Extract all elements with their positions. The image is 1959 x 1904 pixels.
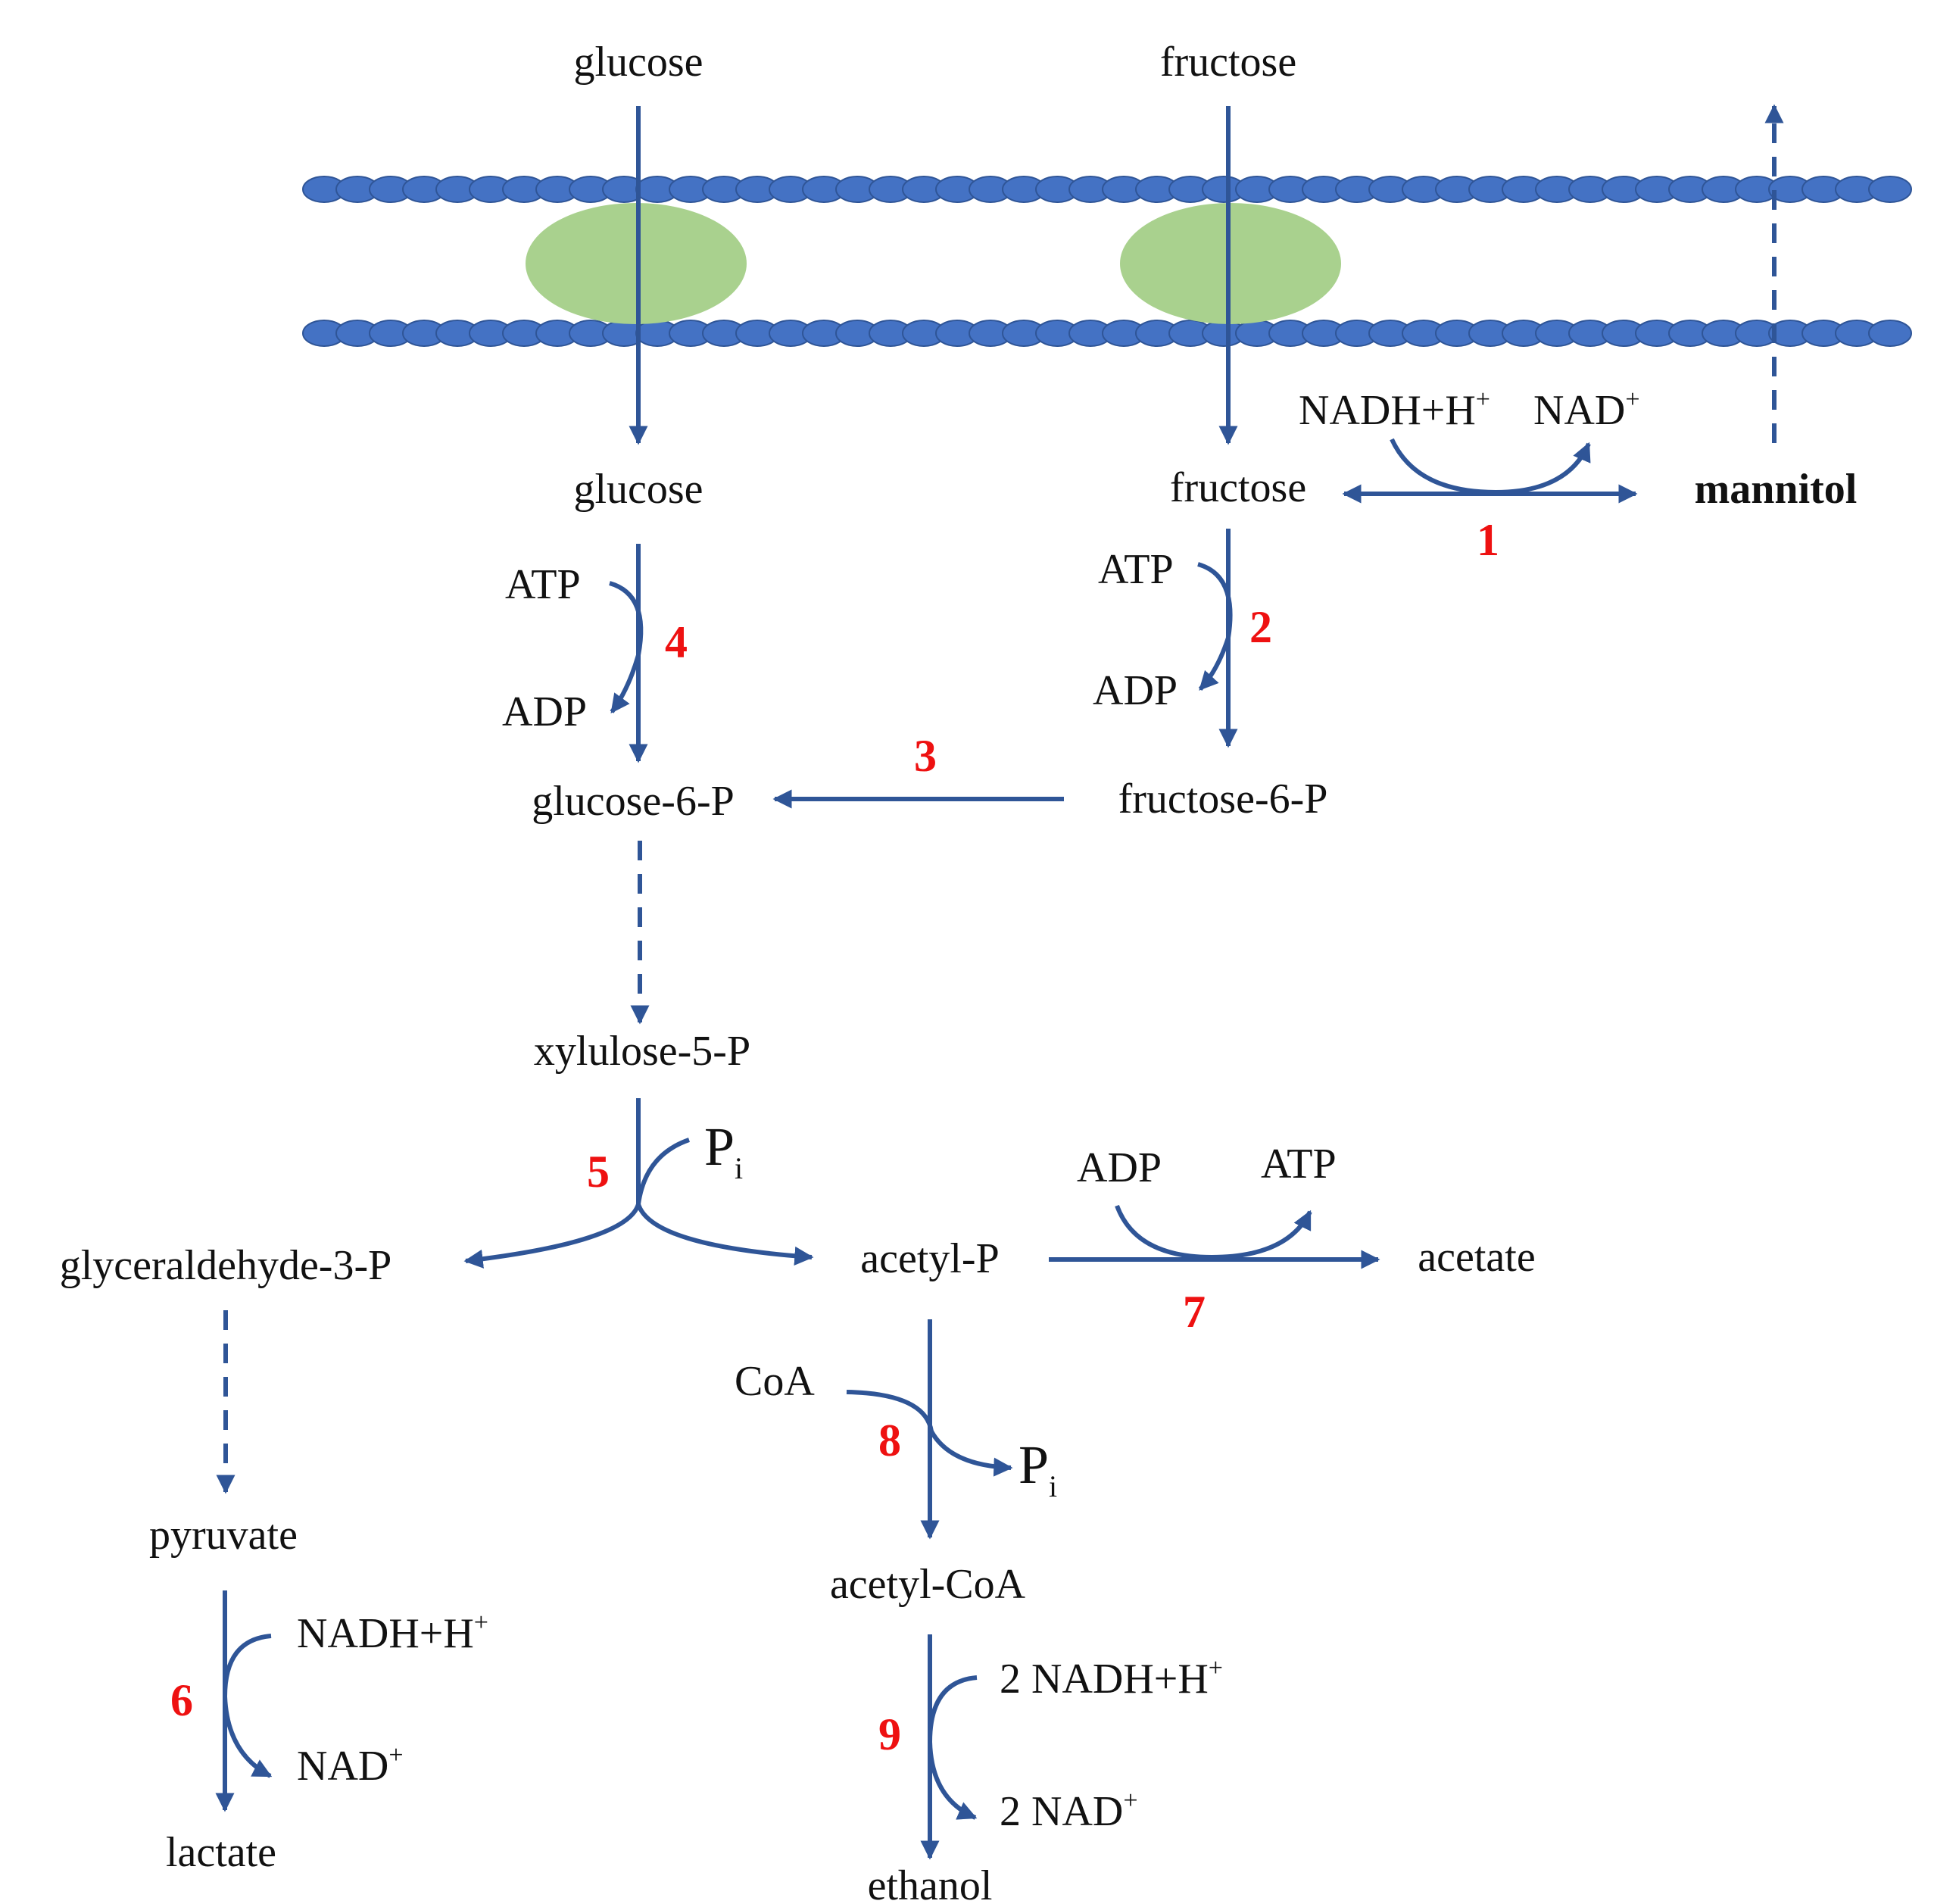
membrane-outer-leaflet xyxy=(302,176,1912,203)
step-number-3: 3 xyxy=(914,731,937,781)
label-glucose-outside: glucose xyxy=(573,39,703,86)
step-number-8: 8 xyxy=(878,1416,901,1465)
cofactor-r9-nadh: 2 NADH+H+ xyxy=(1000,1654,1223,1703)
label-pyruvate: pyruvate xyxy=(149,1512,298,1559)
membrane-inner-leaflet xyxy=(302,320,1912,347)
step-number-6: 6 xyxy=(170,1675,193,1725)
reaction-4-atp-curve xyxy=(609,581,644,656)
cofactor-r2-adp: ADP xyxy=(1093,667,1178,714)
step-number-1: 1 xyxy=(1477,515,1499,565)
cofactor-r7-adp: ADP xyxy=(1077,1144,1162,1191)
cofactor-r4-adp: ADP xyxy=(502,688,587,735)
cofactor-r9-nad: 2 NAD+ xyxy=(1000,1787,1138,1835)
cofactor-r6-nadh: NADH+H+ xyxy=(297,1609,488,1657)
label-ethanol: ethanol xyxy=(868,1862,993,1904)
reaction-5-pi-curve xyxy=(636,1138,690,1205)
step-number-5: 5 xyxy=(587,1147,610,1197)
step-number-2: 2 xyxy=(1249,602,1272,652)
label-mannitol: mannitol xyxy=(1695,466,1858,513)
label-acetyl-coa: acetyl-CoA xyxy=(830,1561,1026,1608)
label-acetyl-p: acetyl-P xyxy=(860,1235,999,1282)
cofactor-r7-atp: ATP xyxy=(1261,1141,1337,1188)
label-glyceraldehyde-3-p: glyceraldehyde-3-P xyxy=(60,1242,391,1289)
reaction-2-atp-curve xyxy=(1197,562,1233,638)
cofactor-r6-nad: NAD+ xyxy=(297,1741,404,1790)
reaction-7-adp-curve xyxy=(1115,1204,1212,1259)
reaction-9-nad-curve xyxy=(928,1741,978,1820)
reaction-6-nad-curve xyxy=(223,1696,273,1778)
step-number-9: 9 xyxy=(878,1709,901,1759)
reaction-6-nadh-curve xyxy=(223,1634,272,1697)
reaction-4-adp-curve xyxy=(610,654,641,714)
step-number-4: 4 xyxy=(665,617,688,667)
label-xylulose-5-p: xylulose-5-P xyxy=(534,1028,750,1075)
cofactor-r1-nad: NAD+ xyxy=(1533,385,1640,434)
reaction-5-to-g3p xyxy=(463,1203,641,1269)
reaction-8-coa-curve xyxy=(846,1390,934,1432)
reaction-8-pi-curve xyxy=(929,1430,1013,1477)
cofactor-r4-atp: ATP xyxy=(505,561,581,608)
label-fructose-6-p: fructose-6-P xyxy=(1118,776,1328,822)
cofactor-r8-pi: Pi xyxy=(1018,1434,1057,1503)
label-acetate: acetate xyxy=(1418,1234,1535,1281)
cofactor-r1-nadh: NADH+H+ xyxy=(1299,385,1490,434)
membrane-lipid-bead xyxy=(1868,320,1912,347)
label-glucose-6-p: glucose-6-P xyxy=(532,778,735,825)
reaction-9-nadh-curve xyxy=(928,1675,978,1743)
membrane-lipid-bead xyxy=(1868,176,1912,203)
cofactor-r5-pi: Pi xyxy=(704,1116,743,1185)
cofactor-r8-coa: CoA xyxy=(735,1358,815,1405)
label-glucose-inside: glucose xyxy=(573,466,703,513)
cofactor-r2-atp: ATP xyxy=(1098,546,1174,593)
label-fructose-inside: fructose xyxy=(1170,464,1306,511)
label-fructose-outside: fructose xyxy=(1160,39,1296,86)
step-number-7: 7 xyxy=(1183,1287,1206,1337)
reaction-2-adp-curve xyxy=(1198,637,1231,691)
reaction-1-nad-curve xyxy=(1495,442,1591,495)
reaction-1-nadh-curve xyxy=(1390,438,1496,495)
reaction-7-atp-curve xyxy=(1211,1210,1312,1259)
label-lactate: lactate xyxy=(166,1829,276,1876)
reaction-5-to-acetylp xyxy=(636,1203,814,1266)
